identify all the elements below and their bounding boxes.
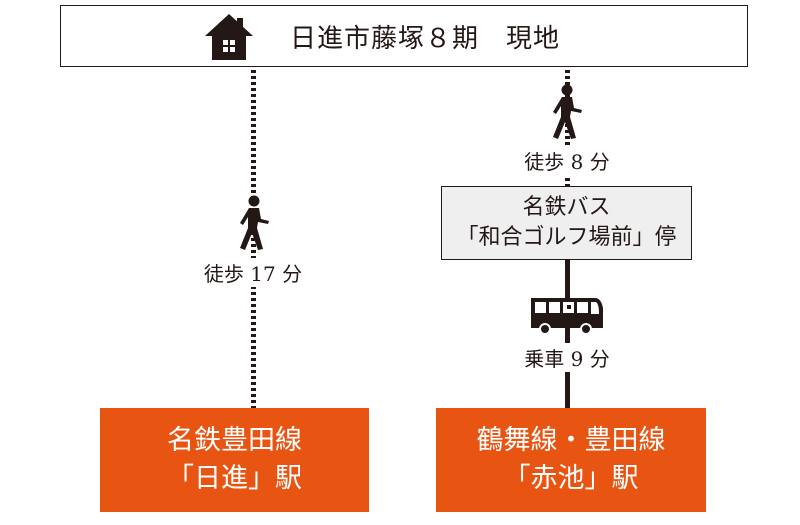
bus-stop-line1: 名鉄バス [522,195,611,220]
bus-stop-line2: 「和合ゴルフ場前」停 [456,225,677,250]
bus-stop-box: 名鉄バス 「和合ゴルフ場前」停 [441,186,692,260]
bus-icon [531,298,603,335]
destination-box [60,5,748,67]
destination-title: 日進市藤塚８期 現地 [290,24,561,54]
station-akaike: 鶴舞線・豊田線 「赤池」駅 [436,408,706,512]
walking-person-icon [553,84,582,139]
station-name: 「日進」駅 [167,463,302,494]
walk-time-left: 徒歩 17 分 [201,258,305,287]
walk-path-left [251,70,256,408]
station-line: 名鉄豊田線 [167,425,302,456]
bus-path [565,260,570,408]
station-nisshin: 名鉄豊田線 「日進」駅 [100,408,369,512]
house-icon [205,14,253,60]
bus-time: 乗車 9 分 [522,343,612,372]
station-name: 「赤池」駅 [503,463,639,494]
station-line: 鶴舞線・豊田線 [476,425,666,456]
walking-person-icon [240,195,269,250]
walk-time-right: 徒歩 8 分 [522,146,612,175]
